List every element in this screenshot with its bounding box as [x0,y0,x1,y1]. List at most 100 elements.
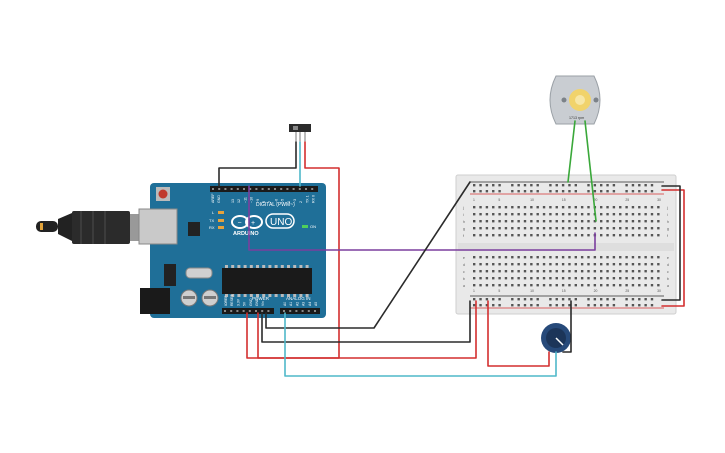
digital-pin-label: ~3 [293,199,297,203]
breadboard-row-label: e [463,256,465,260]
brand-label: ARDUINO [233,231,259,237]
digital-pin-label: ~10 [250,197,254,203]
wire-motor-to-breadboard-2 [584,120,597,222]
breadboard-row-label: i [667,213,668,217]
power-pin-label: GND [255,298,259,306]
breadboard-column-label: 30 [657,198,661,202]
arduino-logo: − + [231,215,263,229]
digital-pin-label: 12 [237,199,241,203]
breadboard-row-label: i [463,213,464,217]
digital-header-label: DIGITAL (PWM~) [256,202,295,208]
analog-pin-label: A2 [295,302,299,306]
breadboard-column-label: 10 [530,198,534,202]
power-pin-label: RESET [230,295,234,306]
breadboard-column-label: 30 [657,289,661,293]
breadboard-row-label: d [667,263,669,267]
power-pin-label: 5V [243,301,247,306]
analog-pin-label: A4 [308,302,312,306]
breadboard-column-label: 15 [562,198,566,202]
breadboard-row-label: j [462,206,464,210]
breadboard-row-label: d [463,263,465,267]
breadboard-column-label: 1 [473,198,475,202]
power-pin-label: GND [249,298,253,306]
power-header [222,308,274,314]
model-label: UNO [270,217,292,228]
digital-pin-label: TX 1 [305,195,309,203]
breadboard-row-label: g [667,227,669,231]
digital-pin-label: 2 [299,201,303,203]
aref-label: AREF [211,193,215,203]
power-jack [140,288,170,314]
wire-switch-to-pin7 [218,141,297,187]
breadboard-row-label: g [463,227,465,231]
breadboard-row-label: h [463,220,465,224]
digital-pin-label: 4 [287,201,291,203]
breadboard-row-label: b [463,277,465,281]
potentiometer [541,323,571,353]
digital-pin-label: ~11 [243,197,247,203]
breadboard-row-label: a [463,284,465,288]
arduino-board: − + ARDUINO UNO ON L TX RX DIGITAL (PWM~… [138,183,326,318]
wire-switch-to-5v [257,141,340,359]
digital-pin-label: 13 [231,199,235,203]
wire-5v-rail [246,300,477,359]
slide-switch [289,124,311,142]
led-on [302,225,308,228]
breadboard-row-label: c [463,270,465,274]
svg-text:+: + [251,220,255,227]
analog-pin-label: A5 [314,302,318,306]
breadboard-row-label: c [667,270,669,274]
breadboard-row-label: f [463,234,464,238]
breadboard-column-label: 20 [594,198,598,202]
breadboard-row-label: j [666,206,668,210]
digital-pin-label: ~6 [274,199,278,203]
wire-pot-black [562,300,572,353]
wire-pot-to-a0 [284,312,557,377]
wire-right-black-rail [661,185,681,301]
breadboard-row-label: a [667,284,669,288]
led-tx [218,219,224,222]
wire-pot-red [487,300,550,367]
gnd-label: GND [217,195,221,203]
breadboard-row-label: f [667,234,668,238]
breadboard-row-label: h [667,220,669,224]
rx-label: RX [209,225,215,230]
analog-header-label: ANALOG IN [286,296,311,301]
led-rx [218,226,224,229]
breadboard-column-label: 1 [473,289,475,293]
led-l [218,211,224,214]
wire-pin9-to-motor [248,185,596,251]
analog-pin-label: A0 [283,302,287,306]
usb-cable [36,211,140,244]
breadboard-column-label: 5 [498,289,500,293]
crystal [185,267,213,279]
breadboard-column-label: 10 [530,289,534,293]
usb-jack [138,208,178,245]
breadboard-column-label: 25 [625,289,629,293]
digital-pin-label: RX 0 [312,195,316,203]
breadboard-column-label: 5 [498,198,500,202]
breadboard-row-label: b [667,277,669,281]
l-label: L [212,210,215,215]
power-pin-label: Vin [261,301,265,306]
digital-pin-label: 8 [262,201,266,203]
digital-header [210,186,318,192]
tx-label: TX [209,218,214,223]
analog-pin-label: A1 [289,302,293,306]
breadboard-column-label: 20 [594,289,598,293]
wire-motor-to-breadboard-1 [567,120,576,183]
breadboard-row-label: e [667,256,669,260]
on-label: ON [310,224,316,229]
breadboard-column-label: 25 [625,198,629,202]
atmega-chip [222,268,312,294]
dc-motor: 1713 rpm [549,75,601,125]
analog-header [280,308,320,314]
digital-pin-label: 7 [268,201,272,203]
breadboard-column-label: 15 [562,289,566,293]
power-pin-label: 3.3V [236,298,240,306]
wire-gnd-to-breadboard [265,181,471,329]
analog-pin-label: A3 [302,302,306,306]
svg-text:−: − [238,220,242,227]
